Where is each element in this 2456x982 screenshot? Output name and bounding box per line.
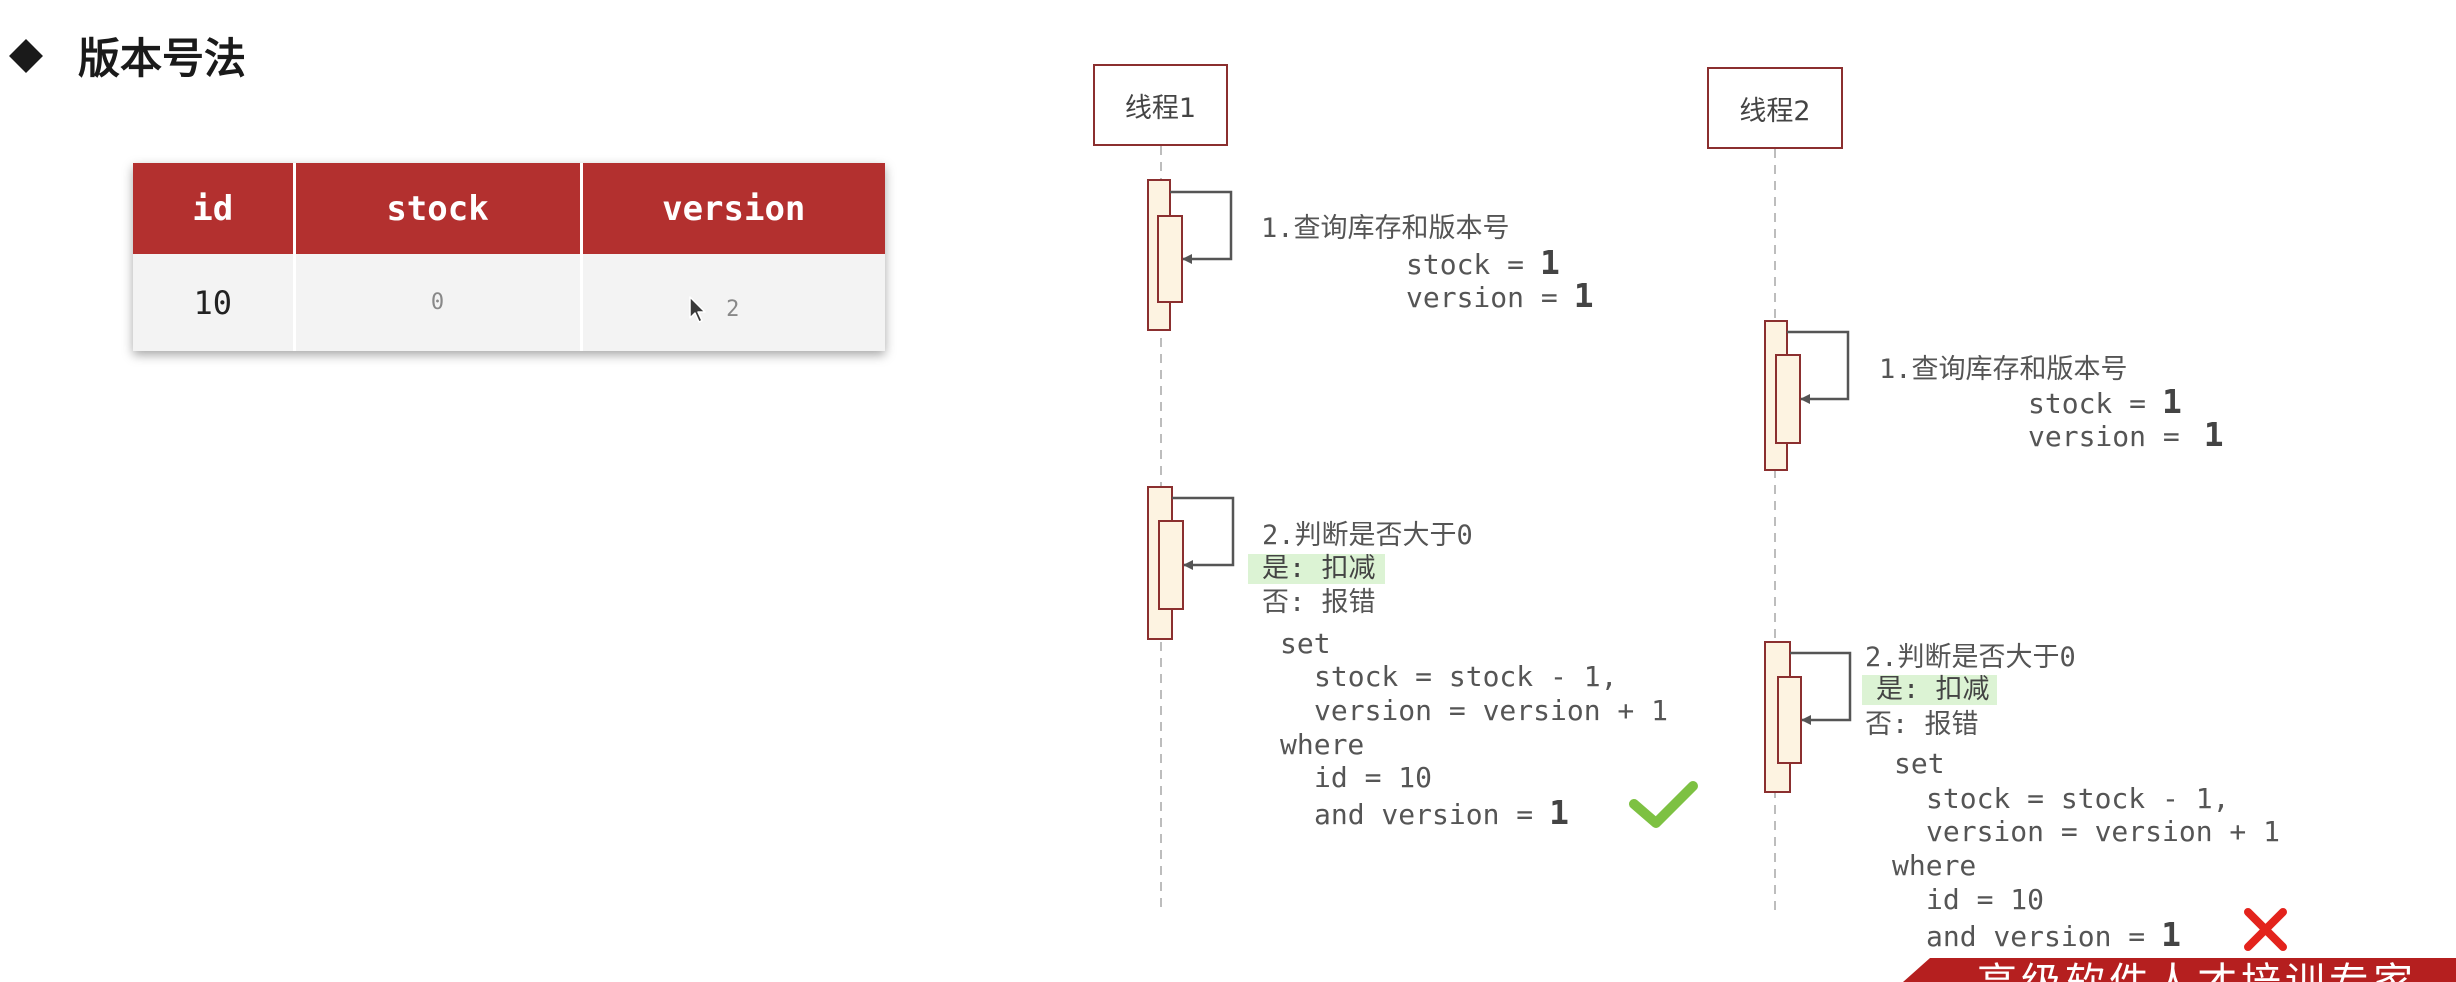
activation-thread-2-query <box>1764 320 1850 471</box>
activation-bar-inner <box>1157 215 1183 303</box>
column-header-stock: stock <box>292 163 581 254</box>
thread-2-query-title: 1.查询库存和版本号 <box>1879 354 2128 385</box>
thread-1-query-version: version = 1 <box>1406 279 1594 315</box>
self-call-arrow <box>1790 651 1852 725</box>
footer-banner: 高级软件人才培训专家 <box>1903 958 2456 982</box>
version-cond-value: 1 <box>2161 915 2182 954</box>
thread-1-sql-where: where <box>1280 728 1365 761</box>
thread-2-yes-highlight: 是: 扣减 <box>1862 675 1997 705</box>
thread-1-sql-version-expr: version = version + 1 <box>1314 694 1669 727</box>
activation-bar-inner <box>1775 354 1801 444</box>
stock-value: 1 <box>1540 243 1560 282</box>
cross-icon <box>2244 908 2287 951</box>
thread-2-header: 线程2 <box>1707 67 1843 149</box>
stock-label: stock = <box>2028 387 2147 420</box>
version-value: 1 <box>2203 415 2224 454</box>
version-cond-value: 1 <box>1549 793 1570 832</box>
thread-2-sql-version-cond: and version = 1 <box>1926 918 2181 954</box>
activation-bar-inner <box>1777 676 1802 764</box>
thread-2-query-stock: stock = 1 <box>2028 385 2182 421</box>
cell-version-value: 2 <box>726 297 740 322</box>
cell-id: 10 <box>133 254 294 351</box>
cell-stock: 0 <box>292 254 581 351</box>
stock-label: stock = <box>1406 248 1525 281</box>
table-row: 10 0 2 <box>133 254 885 351</box>
thread-2-query-version: version = 1 <box>2028 418 2224 454</box>
thread-2-sql-id-expr: id = 10 <box>1926 883 2045 916</box>
thread-1-query-stock: stock = 1 <box>1406 246 1560 282</box>
activation-bar-inner <box>1158 520 1184 610</box>
column-header-version: version <box>579 163 885 254</box>
column-header-id: id <box>133 163 294 254</box>
cross-stroke <box>2244 908 2287 951</box>
thread-2-update-title: 2.判断是否大于0 <box>1865 642 2076 673</box>
self-call-arrow <box>1172 496 1235 570</box>
check-icon <box>1629 781 1698 828</box>
thread-2-sql-where: where <box>1892 849 1977 882</box>
mouse-pointer-icon <box>689 295 706 323</box>
thread-1-sql-set: set <box>1280 627 1331 660</box>
thread-2-sql-stock-expr: stock = stock - 1, <box>1926 782 2230 815</box>
self-call-arrow <box>1787 330 1850 404</box>
stock-value: 1 <box>2162 382 2182 421</box>
activation-thread-1-update <box>1147 486 1235 640</box>
thread-2-sql-set: set <box>1894 747 1945 780</box>
activation-thread-1-query <box>1147 179 1233 331</box>
thread-1-sql-id-expr: id = 10 <box>1314 761 1433 794</box>
thread-1-no: 否: 报错 <box>1262 587 1376 618</box>
thread-1-sql-version-cond: and version = 1 <box>1314 796 1569 832</box>
version-label: version = <box>2028 420 2180 453</box>
page-title: 版本号法 <box>78 34 247 83</box>
thread-1-query-title: 1.查询库存和版本号 <box>1261 213 1510 244</box>
version-cond-label: and version = <box>1314 798 1534 831</box>
cell-version-content: 2 <box>583 282 886 324</box>
thread-1-update-title: 2.判断是否大于0 <box>1262 520 1473 551</box>
thread-2-no: 否: 报错 <box>1865 709 1979 740</box>
self-call-arrow <box>1170 190 1233 264</box>
thread-2-sql-version-expr: version = version + 1 <box>1926 815 2281 848</box>
version-value: 1 <box>1573 276 1594 315</box>
cell-version: 2 <box>579 254 886 351</box>
thread-1-sql-stock-expr: stock = stock - 1, <box>1314 660 1618 693</box>
stock-table: id stock version 10 0 2 <box>133 163 885 351</box>
version-label: version = <box>1406 281 1558 314</box>
footer-banner-text: 高级软件人才培训专家 <box>1977 961 2417 982</box>
activation-thread-2-update <box>1764 641 1852 793</box>
table-header-row: id stock version <box>133 163 885 254</box>
thread-1-header: 线程1 <box>1093 64 1228 146</box>
version-cond-label: and version = <box>1926 920 2146 953</box>
thread-1-yes-highlight: 是: 扣减 <box>1248 554 1385 584</box>
